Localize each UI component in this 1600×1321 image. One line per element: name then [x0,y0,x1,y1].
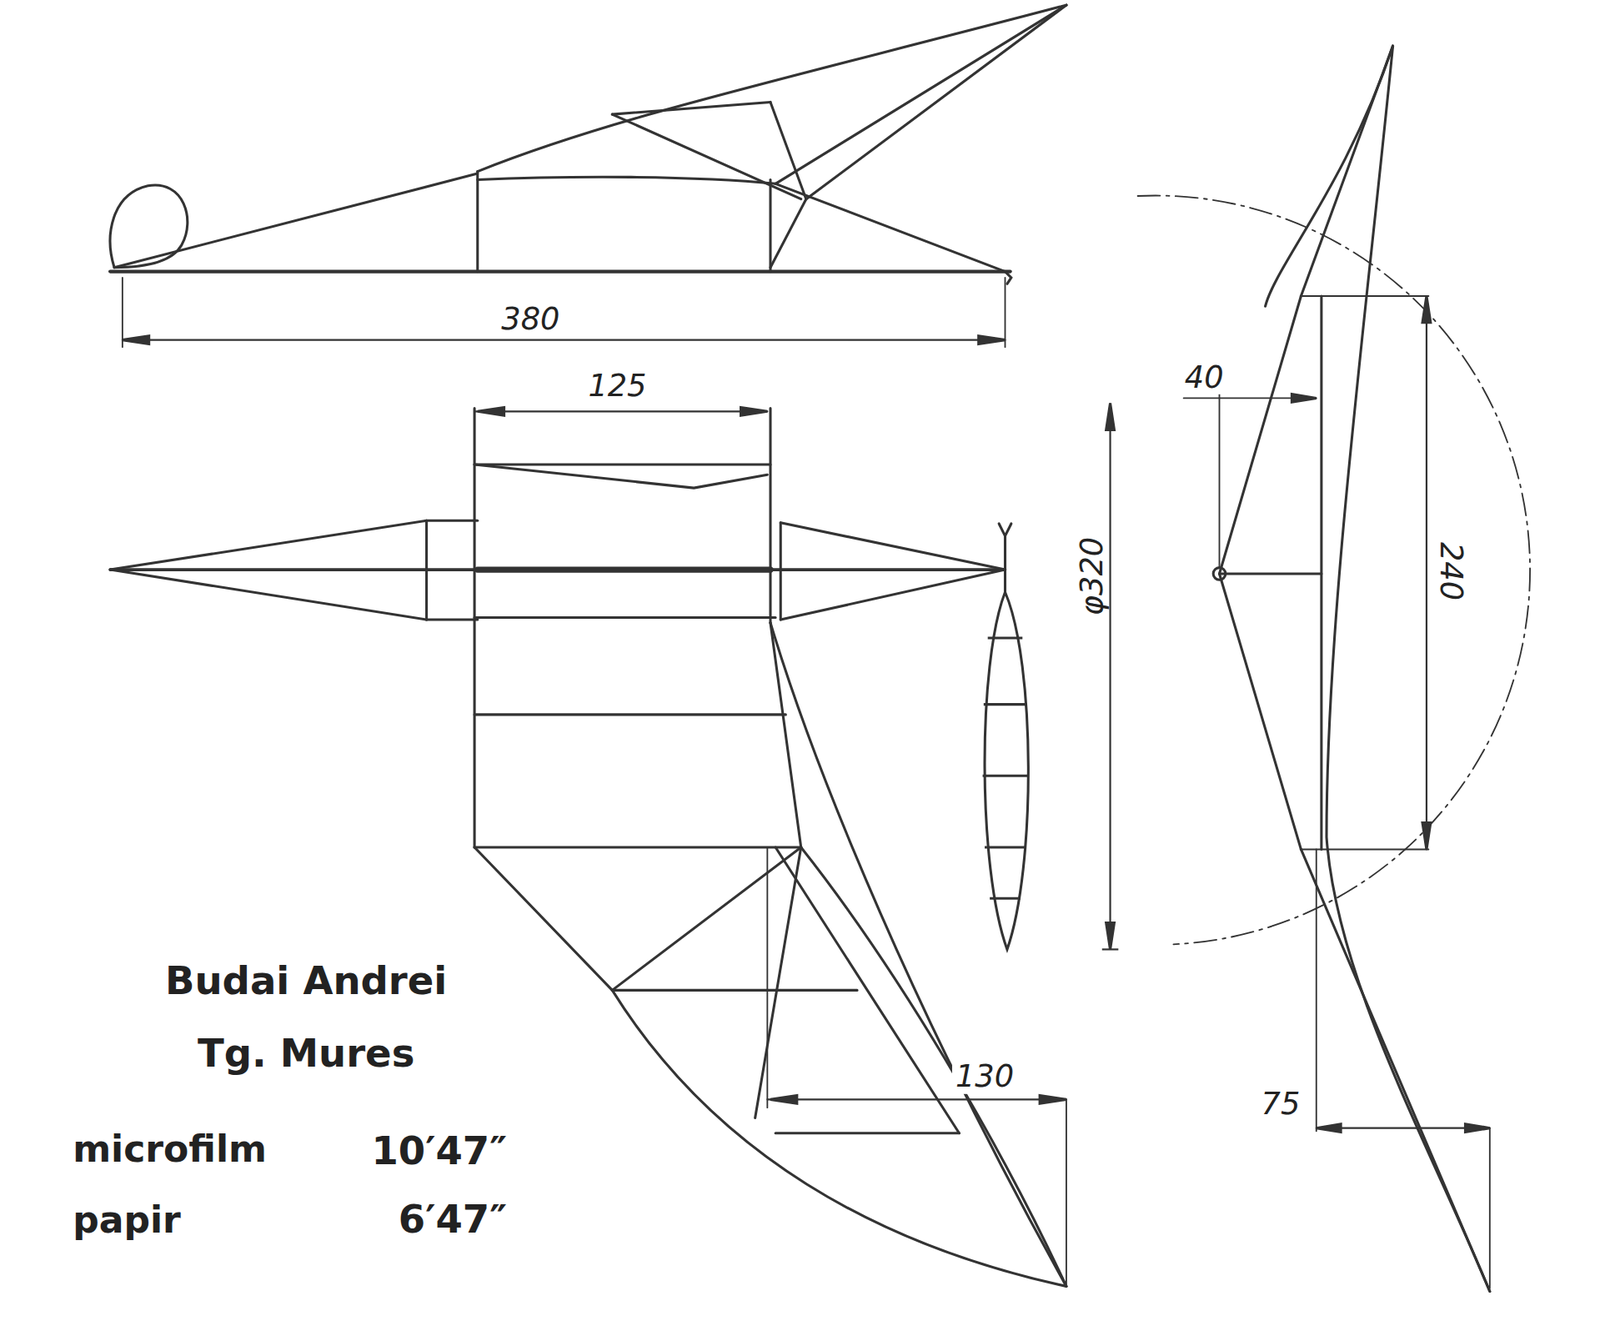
dimension: 125 [584,368,650,402]
propeller-blade [983,403,1119,950]
dimension: 240 [1434,538,1468,604]
category-name: papir [69,1198,185,1239]
dimension: 380 [497,302,563,337]
dimension: φ320 [1074,533,1109,619]
designer-name: Budai Andrei [161,960,451,1004]
flight-time: 10′47″ [367,1129,510,1173]
front-view [1138,45,1530,1291]
category-name: microfilm [69,1128,271,1169]
flight-time: 6′47″ [395,1198,511,1241]
dimension: 130 [952,1059,1018,1094]
dimension: 40 [1181,361,1228,395]
side-view [110,5,1067,347]
designer-town: Tg. Mures [194,1033,418,1076]
dimension: 75 [1258,1087,1305,1121]
